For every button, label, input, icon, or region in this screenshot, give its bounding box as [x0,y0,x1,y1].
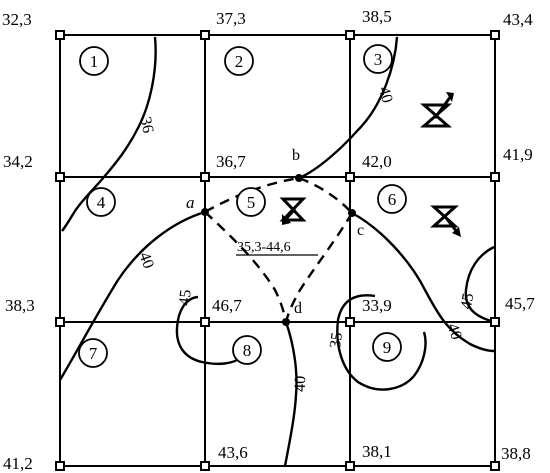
node-02 [55,317,65,327]
square-3-circle [363,44,393,74]
contour-40-right [351,211,495,353]
node-12 [200,317,210,327]
node-20 [345,30,355,40]
point-a-label: a [186,193,195,212]
square-5-number: 5 [247,193,256,212]
elevation-n22: 33,9 [362,296,392,315]
contour-label-40-right: 40 [444,321,465,341]
point-b-label: b [292,147,300,164]
square-1-circle [79,46,109,76]
square-labels: 1 2 3 4 5 6 7 8 9 [78,44,407,368]
point-c-label: c [357,222,364,239]
square-4-circle [86,187,116,217]
square-3-number: 3 [374,50,383,69]
node-11 [200,172,210,182]
contour-label-40-top: 40 [375,85,396,105]
elevation-n30: 43,4 [503,10,533,29]
contour-45-right [464,245,495,324]
square-8-circle [232,335,262,365]
contour-label-45-right: 45 [458,292,478,311]
contour-labels: 36 40 40 45 35 40 45 40 [136,85,478,392]
elevation-n13: 43,6 [218,443,248,462]
dashed-b-c [298,176,353,214]
cut-symbol-square-3 [420,92,454,128]
dashed-a-b [204,176,300,214]
node-31 [490,172,500,182]
point-d-label: d [294,300,302,317]
node-13 [200,461,210,471]
node-10 [200,30,210,40]
contour-40-lower [283,321,298,467]
elevation-n11: 36,7 [216,152,246,171]
node-21 [345,172,355,182]
point-b-dot [295,174,303,182]
contour-36 [61,36,157,232]
symbols [279,92,461,237]
square-9-number: 9 [383,338,392,357]
square-8-number: 8 [243,341,252,360]
contours [58,36,495,467]
square-7-number: 7 [89,344,98,363]
contour-label-45-left: 45 [176,289,194,306]
point-labels: a b c d [186,147,364,317]
elevation-n33: 38,8 [501,444,531,463]
square-9-circle [372,332,402,362]
square-1-number: 1 [90,52,99,71]
square-5-circle [236,187,266,217]
contour-40-upper [298,36,399,180]
elevation-n20: 38,5 [362,7,392,26]
square-4-number: 4 [97,193,106,212]
dashed-lines [204,176,354,323]
square-2-circle [224,46,254,76]
contour-label-35: 35 [327,331,346,349]
node-00 [55,30,65,40]
node-22 [345,317,355,327]
elevation-range-label: 35,3-44,6 [237,240,291,255]
square-2-number: 2 [235,52,244,71]
square-6-circle [377,184,407,214]
node-30 [490,30,500,40]
contour-label-40-mid: 40 [292,376,310,393]
node-23 [345,461,355,471]
dashed-a-d [204,211,288,323]
node-01 [55,172,65,182]
elevation-labels: 32,3 37,3 38,5 43,4 34,2 36,7 42,0 41,9 … [2,7,535,473]
contour-35-loop [336,294,427,391]
elevation-n23: 38,1 [362,442,392,461]
contour-40-left [58,210,206,381]
elevation-n31: 41,9 [503,145,533,164]
elevation-n21: 42,0 [362,152,392,171]
dashed-c-d [284,212,354,323]
elevation-n01: 34,2 [3,152,33,171]
points [201,174,356,326]
grid [59,34,496,467]
grid-nodes [55,30,500,471]
node-03 [55,461,65,471]
fill-symbol-square-6 [430,205,461,237]
elevation-n02: 38,3 [5,296,35,315]
elevation-n03: 41,2 [3,454,33,473]
node-32 [490,317,500,327]
contour-45-loop [175,295,241,366]
elevation-n12: 46,7 [212,296,242,315]
square-7-circle [78,338,108,368]
elevation-n00: 32,3 [2,10,32,29]
elevation-n10: 37,3 [216,9,246,28]
contour-label-36: 36 [136,115,156,134]
point-c-dot [348,209,356,217]
node-33 [490,461,500,471]
contour-label-40-left: 40 [136,250,157,271]
square-6-number: 6 [388,190,397,209]
point-a-dot [201,208,209,216]
point-d-dot [282,318,290,326]
fill-symbol-square-5 [279,197,307,225]
elevation-n32: 45,7 [505,294,535,313]
